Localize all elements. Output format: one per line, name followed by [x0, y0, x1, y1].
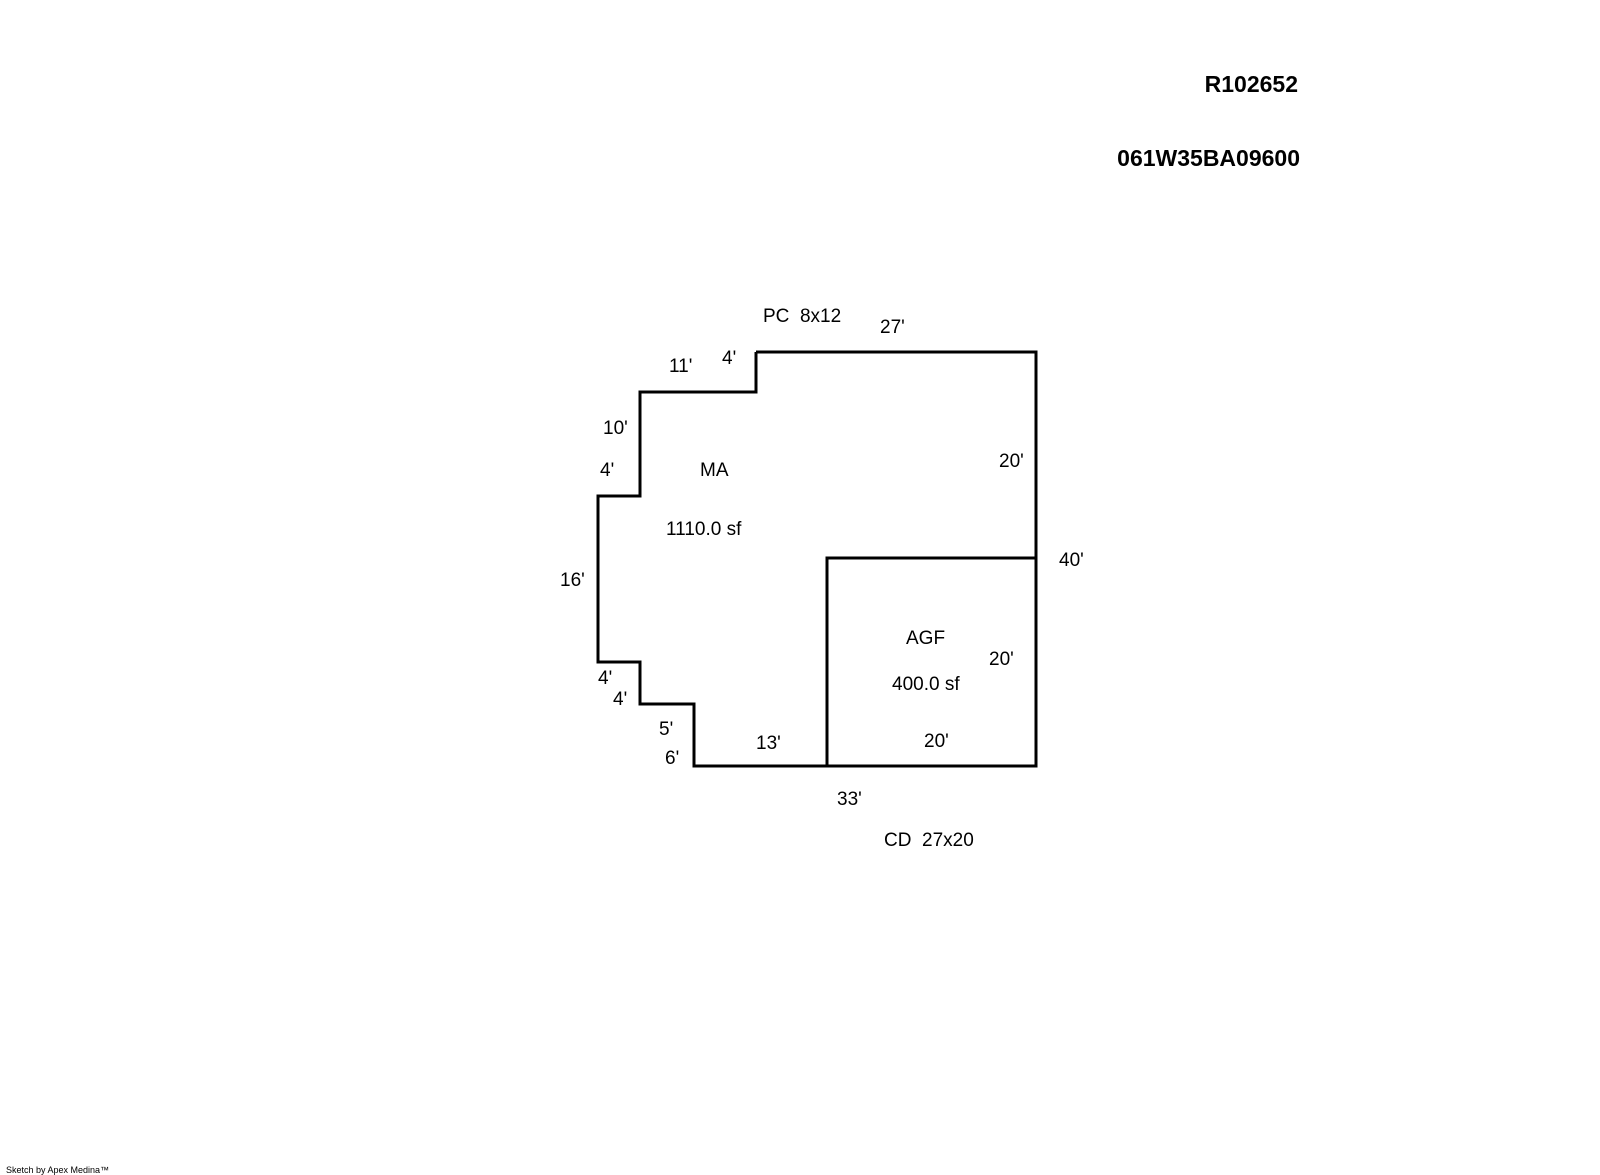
main-area-outline [596, 350, 1038, 768]
dim-left-step-lower-a: 4' [598, 668, 612, 689]
dim-garage-bottom: 20' [924, 731, 949, 752]
dim-right-upper: 20' [999, 451, 1024, 472]
garage-size: 400.0 sf [892, 674, 960, 695]
dim-right-total: 40' [1059, 550, 1084, 571]
main-area-code: MA [700, 460, 729, 481]
dim-top: 27' [880, 317, 905, 338]
main-area-size: 1110.0 sf [666, 519, 742, 540]
account-id: R102652 [1204, 71, 1298, 97]
dim-left-step-upper: 4' [600, 460, 614, 481]
deck-label: CD 27x20 [884, 830, 974, 851]
dim-lower-step-horizontal: 6' [665, 748, 679, 769]
porch-label: PC 8x12 [763, 306, 841, 327]
map-tax-lot-number: 061W35BA09600 [1117, 145, 1300, 171]
garage-code: AGF [906, 628, 945, 649]
dim-bottom-middle: 13' [756, 733, 781, 754]
dim-upper-left-vertical: 10' [603, 418, 628, 439]
dim-left-long: 16' [560, 570, 585, 591]
sketch-credit: Sketch by Apex Medina™ [6, 1165, 110, 1175]
dim-left-step-lower-b: 4' [613, 689, 627, 710]
dim-upper-left-horizontal: 11' [669, 356, 692, 377]
dim-bottom-total: 33' [837, 789, 862, 810]
dim-lower-step-vertical: 5' [659, 719, 673, 740]
dim-step-top-short: 4' [722, 348, 736, 369]
garage-outline [825, 556, 1036, 766]
dim-garage-right: 20' [989, 649, 1014, 670]
